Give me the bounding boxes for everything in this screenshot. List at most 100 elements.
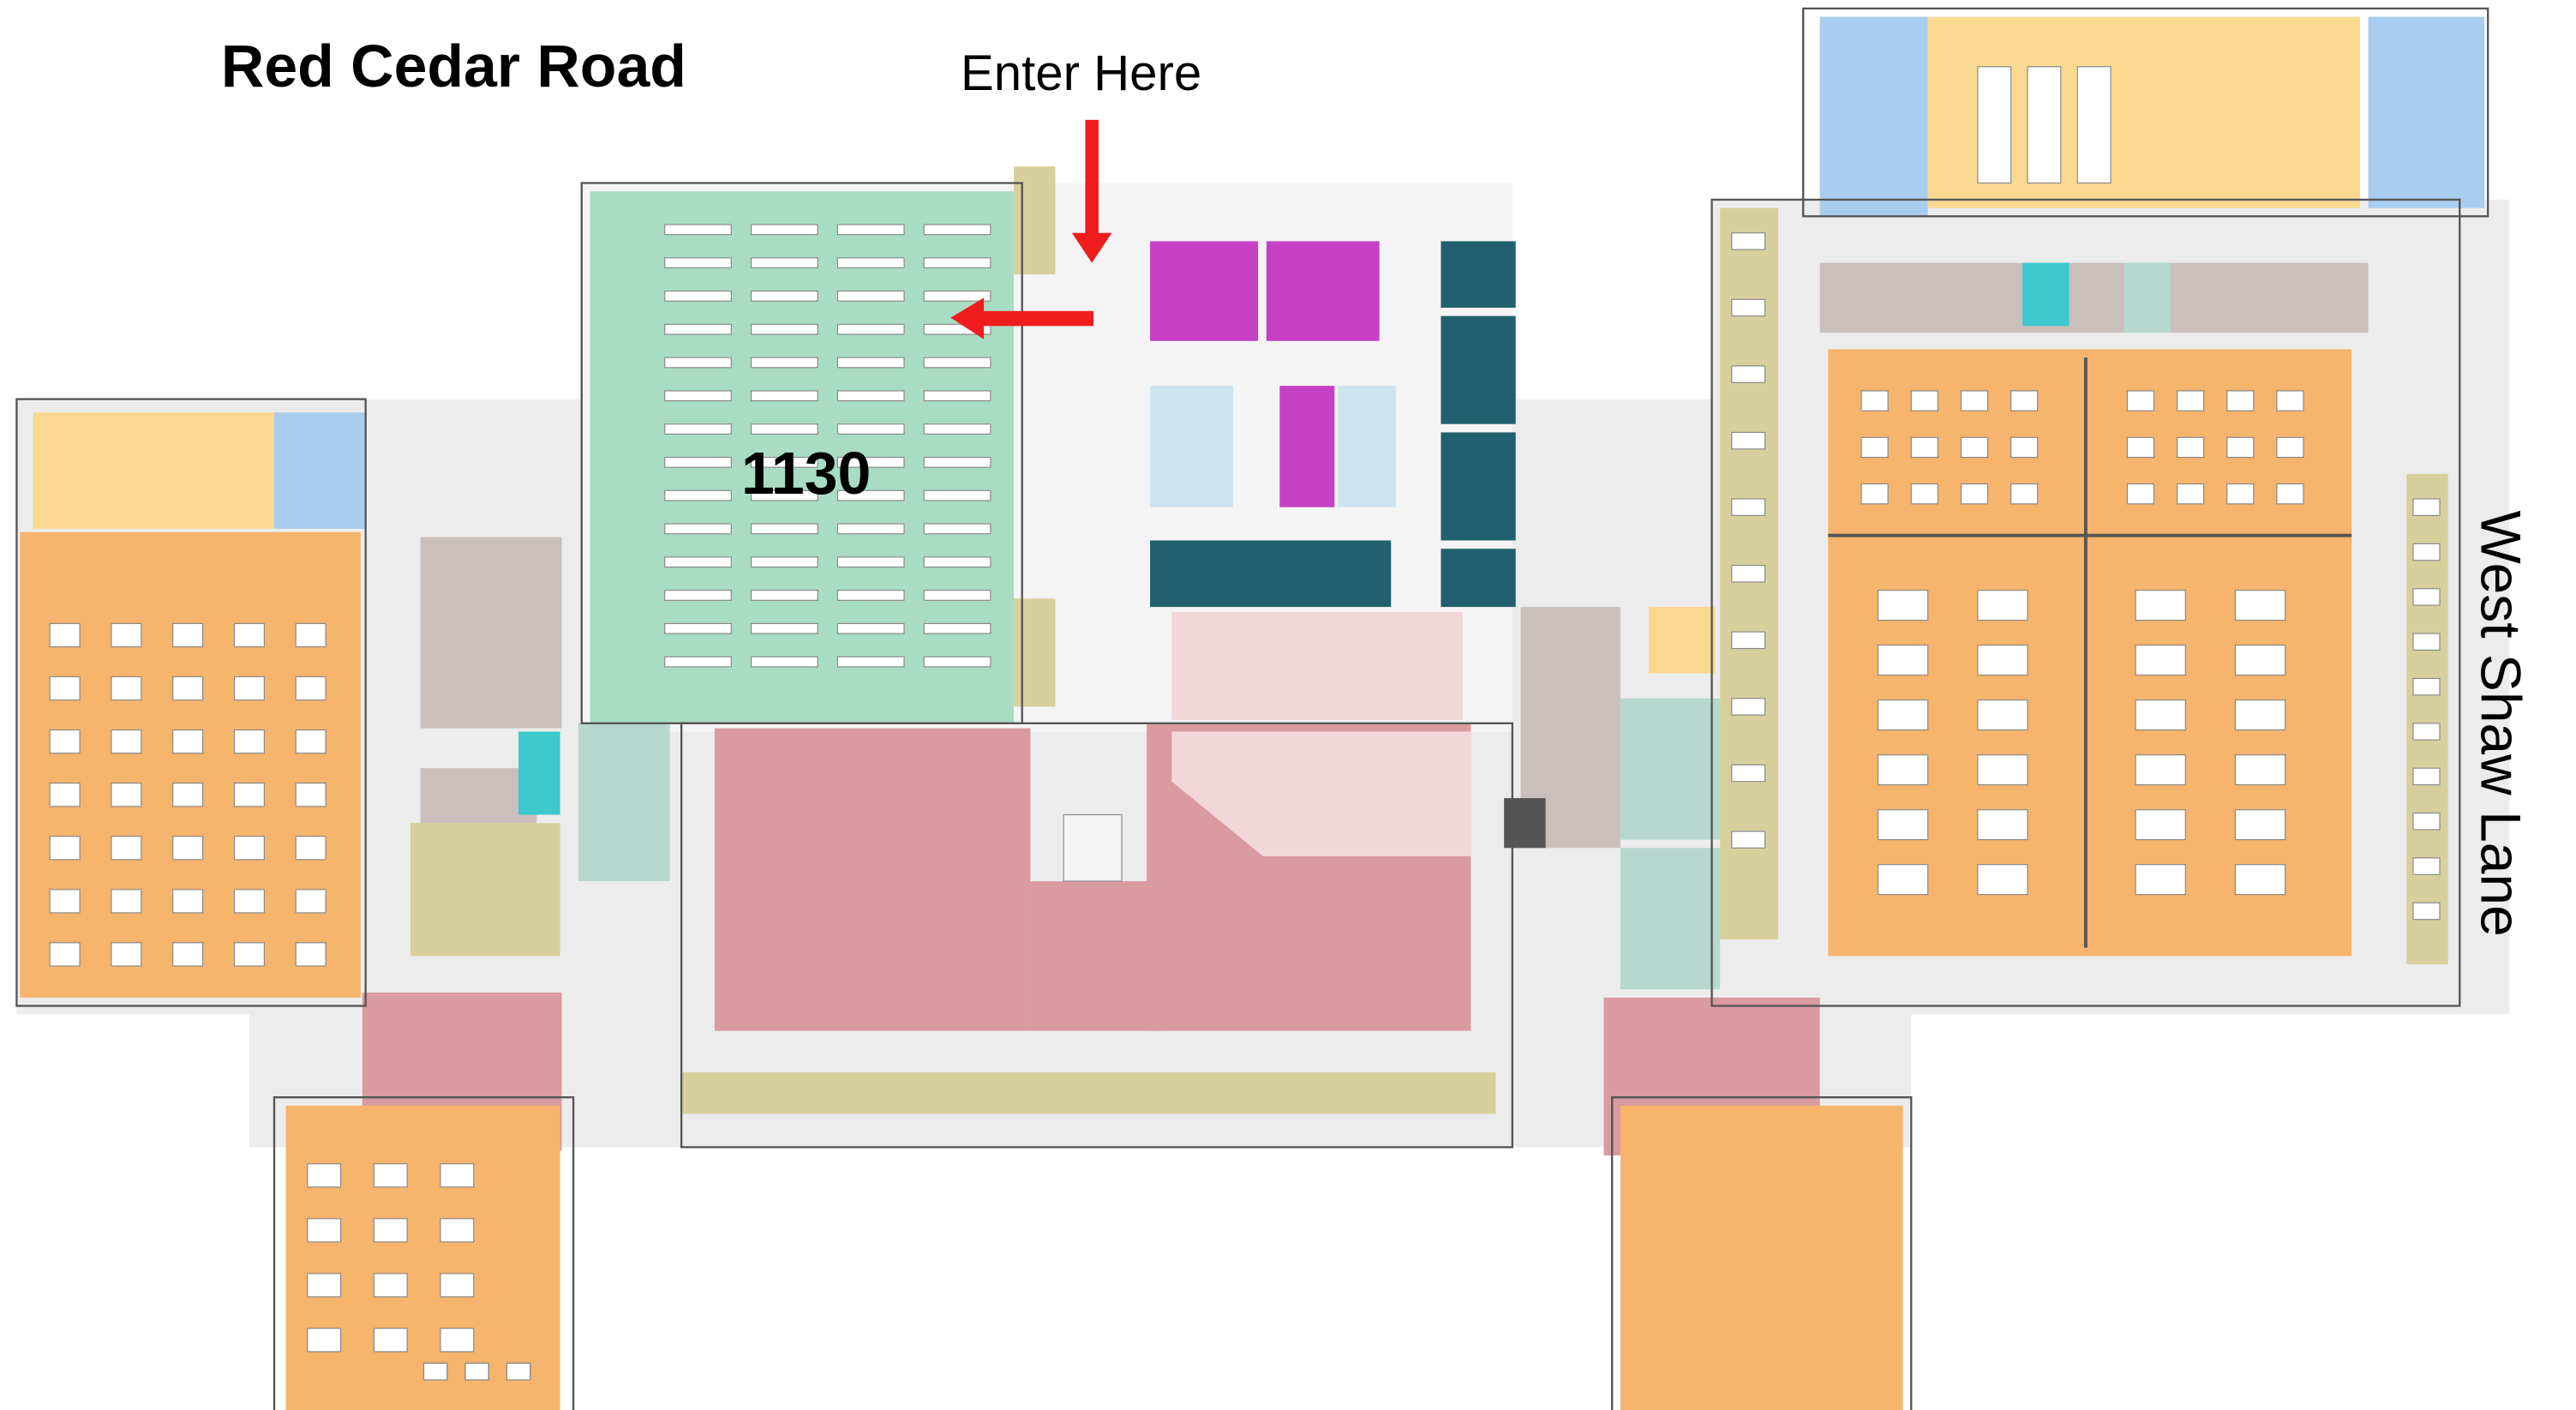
furniture-piece: [373, 1163, 408, 1188]
furniture-piece: [664, 390, 732, 402]
furniture-piece: [1960, 436, 1989, 459]
furniture-piece: [172, 942, 204, 967]
office-west: [273, 412, 366, 529]
furniture-piece: [49, 675, 81, 701]
furniture-piece: [664, 622, 732, 634]
furniture-piece: [1977, 645, 2028, 676]
furniture-piece: [664, 656, 732, 668]
furniture-piece: [1877, 590, 1929, 621]
furniture-piece: [172, 889, 204, 914]
furniture-piece: [751, 556, 818, 568]
furniture-piece: [2234, 590, 2286, 621]
furniture-piece: [664, 590, 732, 601]
furniture-piece: [49, 783, 81, 807]
furniture-piece: [664, 257, 732, 269]
furniture-piece: [2135, 864, 2186, 896]
furniture-piece: [172, 622, 204, 648]
furniture-piece: [2276, 390, 2304, 411]
furniture-piece: [2226, 483, 2255, 505]
furniture-piece: [751, 456, 818, 468]
furniture-piece: [307, 1163, 342, 1188]
furniture-piece: [2076, 66, 2112, 184]
furniture-piece: [1731, 631, 1766, 650]
furniture-piece: [923, 556, 991, 568]
lab-west: [33, 412, 274, 529]
furniture-piece: [295, 836, 326, 861]
furniture-piece: [1731, 431, 1766, 450]
central-commons: [681, 611, 1496, 1114]
lecture-seats: [664, 224, 991, 668]
furniture-piece: [1877, 645, 1929, 676]
furniture-piece: [664, 323, 732, 335]
furniture-piece: [1877, 754, 1929, 786]
furniture-piece: [2226, 436, 2255, 459]
support-west: [410, 823, 560, 957]
furniture-piece: [373, 1273, 408, 1298]
furniture-piece: [233, 942, 265, 967]
furniture-piece: [2010, 390, 2039, 411]
furniture-piece: [923, 656, 991, 668]
furniture-piece: [49, 836, 81, 861]
furniture-piece: [440, 1273, 475, 1298]
furniture-piece: [923, 456, 991, 468]
furniture-piece: [2010, 483, 2039, 505]
furniture-piece: [1731, 498, 1766, 516]
furniture-piece: [295, 889, 326, 914]
furniture-piece: [1910, 483, 1938, 505]
furniture-piece: [233, 675, 265, 701]
furniture-piece: [1731, 298, 1766, 317]
furniture-piece: [923, 224, 991, 236]
furniture-piece: [1731, 365, 1766, 383]
furniture-piece: [2276, 483, 2304, 505]
furniture-piece: [111, 729, 142, 754]
furniture-piece: [2234, 645, 2286, 676]
furniture-piece: [1977, 864, 2028, 896]
furniture-piece: [664, 489, 732, 501]
furniture-piece: [2135, 590, 2186, 621]
furniture-piece: [2234, 754, 2286, 786]
furniture-piece: [1877, 699, 1929, 731]
furniture-piece: [2027, 66, 2062, 184]
furniture-piece: [836, 489, 905, 501]
furniture-piece: [836, 622, 905, 634]
furniture-piece: [422, 1362, 448, 1381]
furniture-piece: [1977, 590, 2028, 621]
furniture-piece: [836, 257, 905, 269]
furniture-piece: [2176, 436, 2205, 459]
furniture-piece: [2412, 767, 2441, 786]
furniture-piece: [2176, 390, 2205, 411]
enter-here-label: Enter Here: [961, 45, 1201, 101]
furniture-piece: [172, 783, 204, 807]
furniture-piece: [751, 622, 818, 634]
restroom-small: [420, 768, 537, 827]
furniture-piece: [2412, 812, 2441, 831]
furniture-piece: [295, 622, 326, 648]
furniture-piece: [664, 423, 732, 435]
furniture-piece: [836, 390, 905, 402]
furniture-piece: [923, 357, 991, 369]
furniture-piece: [172, 675, 204, 701]
furniture-piece: [751, 390, 818, 402]
furniture-piece: [2135, 754, 2186, 786]
furniture-piece: [751, 224, 818, 236]
furniture-piece: [2126, 436, 2154, 459]
furniture-piece: [307, 1273, 342, 1298]
furniture-piece: [1731, 764, 1766, 783]
furniture-piece: [751, 656, 818, 668]
furniture-piece: [2412, 543, 2441, 561]
furniture-piece: [172, 729, 204, 754]
furniture-piece: [440, 1163, 475, 1188]
furniture-piece: [2135, 699, 2186, 731]
lobby-room: [578, 723, 670, 882]
furniture-piece: [751, 323, 818, 335]
room-number-label: 1130: [741, 440, 871, 507]
furniture-piece: [751, 590, 818, 601]
furniture-piece: [111, 889, 142, 914]
furniture-piece: [440, 1218, 475, 1243]
classroom-southwest: [285, 1105, 560, 1410]
furniture-piece: [2126, 390, 2154, 411]
elevator-west: [518, 731, 560, 815]
furniture-piece: [923, 622, 991, 634]
furniture-piece: [373, 1218, 408, 1243]
furniture-piece: [664, 357, 732, 369]
